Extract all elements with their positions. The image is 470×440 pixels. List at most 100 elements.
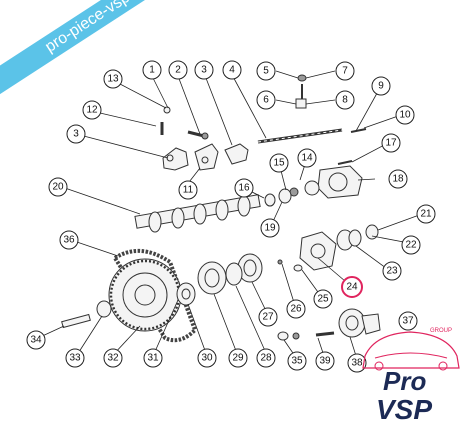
callout-38: 38 [347, 353, 367, 373]
seals [197, 253, 263, 295]
svg-text:20: 20 [52, 182, 64, 193]
callout-25: 25 [313, 289, 333, 309]
svg-text:5: 5 [263, 66, 269, 77]
top-bolts [160, 74, 367, 165]
callout-17: 17 [381, 133, 401, 153]
svg-text:12: 12 [86, 105, 98, 116]
callout-10: 10 [395, 105, 415, 125]
callout-29: 29 [228, 348, 248, 368]
callout-15: 15 [269, 153, 289, 173]
svg-text:21: 21 [420, 209, 432, 220]
svg-text:28: 28 [260, 353, 272, 364]
callout-20: 20 [48, 177, 68, 197]
callout-35: 35 [287, 351, 307, 371]
callout-21: 21 [416, 204, 436, 224]
svg-text:24: 24 [346, 282, 358, 293]
callout-24-highlighted: 24 [341, 276, 363, 298]
callout-13: 13 [103, 69, 123, 89]
callout-11: 11 [178, 180, 198, 200]
svg-text:2: 2 [175, 65, 181, 76]
rocker-shaft [257, 128, 343, 144]
callout-5: 5 [256, 61, 276, 81]
callout-37: 37 [398, 311, 418, 331]
belt-tensioner [277, 308, 381, 341]
callout-30: 30 [197, 348, 217, 368]
callout-26: 26 [286, 299, 306, 319]
callout-4: 4 [222, 60, 242, 80]
callout-6: 6 [256, 90, 276, 110]
svg-text:19: 19 [264, 223, 276, 234]
callout-19: 19 [260, 218, 280, 238]
svg-text:15: 15 [273, 158, 285, 169]
svg-text:29: 29 [232, 353, 244, 364]
callout-12: 12 [82, 100, 102, 120]
callout-32: 32 [103, 348, 123, 368]
svg-text:7: 7 [342, 66, 348, 77]
callout-36: 36 [59, 230, 79, 250]
drive-housing [289, 165, 363, 199]
callout-18: 18 [388, 169, 408, 189]
svg-text:30: 30 [201, 353, 213, 364]
svg-text:13: 13 [107, 74, 119, 85]
svg-text:11: 11 [183, 185, 194, 196]
oil-pump-drive [277, 224, 379, 272]
callout-27: 27 [258, 307, 278, 327]
svg-text:23: 23 [386, 266, 398, 277]
callout-16: 16 [234, 178, 254, 198]
svg-text:17: 17 [385, 138, 397, 149]
svg-text:18: 18 [392, 174, 404, 185]
callout-9: 9 [371, 76, 391, 96]
svg-text:39: 39 [319, 356, 331, 367]
callout-22: 22 [401, 235, 421, 255]
callout-3: 3 [194, 60, 214, 80]
brand-car-logo [362, 331, 460, 371]
svg-text:31: 31 [147, 353, 159, 364]
callout-28: 28 [256, 348, 276, 368]
crank-bolt [61, 300, 112, 329]
callout-1: 1 [142, 60, 162, 80]
svg-text:35: 35 [291, 356, 303, 367]
callout-14: 14 [297, 148, 317, 168]
callouts: 1 2 3 4 5 6 7 8 9 10 11 12 13 14 15 16 1… [26, 60, 436, 373]
svg-text:6: 6 [263, 95, 269, 106]
svg-text:3: 3 [201, 65, 207, 76]
svg-text:36: 36 [63, 235, 75, 246]
svg-text:33: 33 [69, 353, 81, 364]
svg-text:8: 8 [342, 95, 348, 106]
brand-name-line1: Pro [383, 366, 427, 396]
leader-lines [37, 70, 423, 360]
svg-text:4: 4 [229, 65, 235, 76]
svg-text:37: 37 [402, 316, 414, 327]
svg-text:32: 32 [107, 353, 119, 364]
svg-text:10: 10 [399, 110, 411, 121]
brand-tagline: GROUP [430, 328, 453, 334]
svg-text:27: 27 [262, 312, 274, 323]
svg-text:34: 34 [30, 335, 42, 346]
callout-33: 33 [65, 348, 85, 368]
svg-text:38: 38 [351, 358, 363, 369]
svg-text:3: 3 [73, 129, 79, 140]
callout-2: 2 [168, 60, 188, 80]
timing-belt-pulley [108, 249, 198, 343]
rocker-arms [162, 143, 249, 171]
callout-23: 23 [382, 261, 402, 281]
svg-text:22: 22 [405, 240, 417, 251]
camshaft [134, 194, 261, 233]
brand-name-line2: VSP [376, 394, 433, 425]
svg-text:16: 16 [238, 183, 250, 194]
svg-text:9: 9 [378, 81, 384, 92]
nut-19 [278, 188, 292, 204]
svg-text:26: 26 [290, 304, 302, 315]
svg-text:14: 14 [301, 153, 313, 164]
parts-drawing [61, 74, 381, 343]
callout-3-left: 3 [66, 124, 86, 144]
callout-7: 7 [335, 61, 355, 81]
spacer-16 [264, 193, 276, 207]
callout-34: 34 [26, 330, 46, 350]
callout-39: 39 [315, 351, 335, 371]
svg-text:1: 1 [149, 65, 155, 76]
callout-8: 8 [335, 90, 355, 110]
callout-31: 31 [143, 348, 163, 368]
svg-text:25: 25 [317, 294, 329, 305]
